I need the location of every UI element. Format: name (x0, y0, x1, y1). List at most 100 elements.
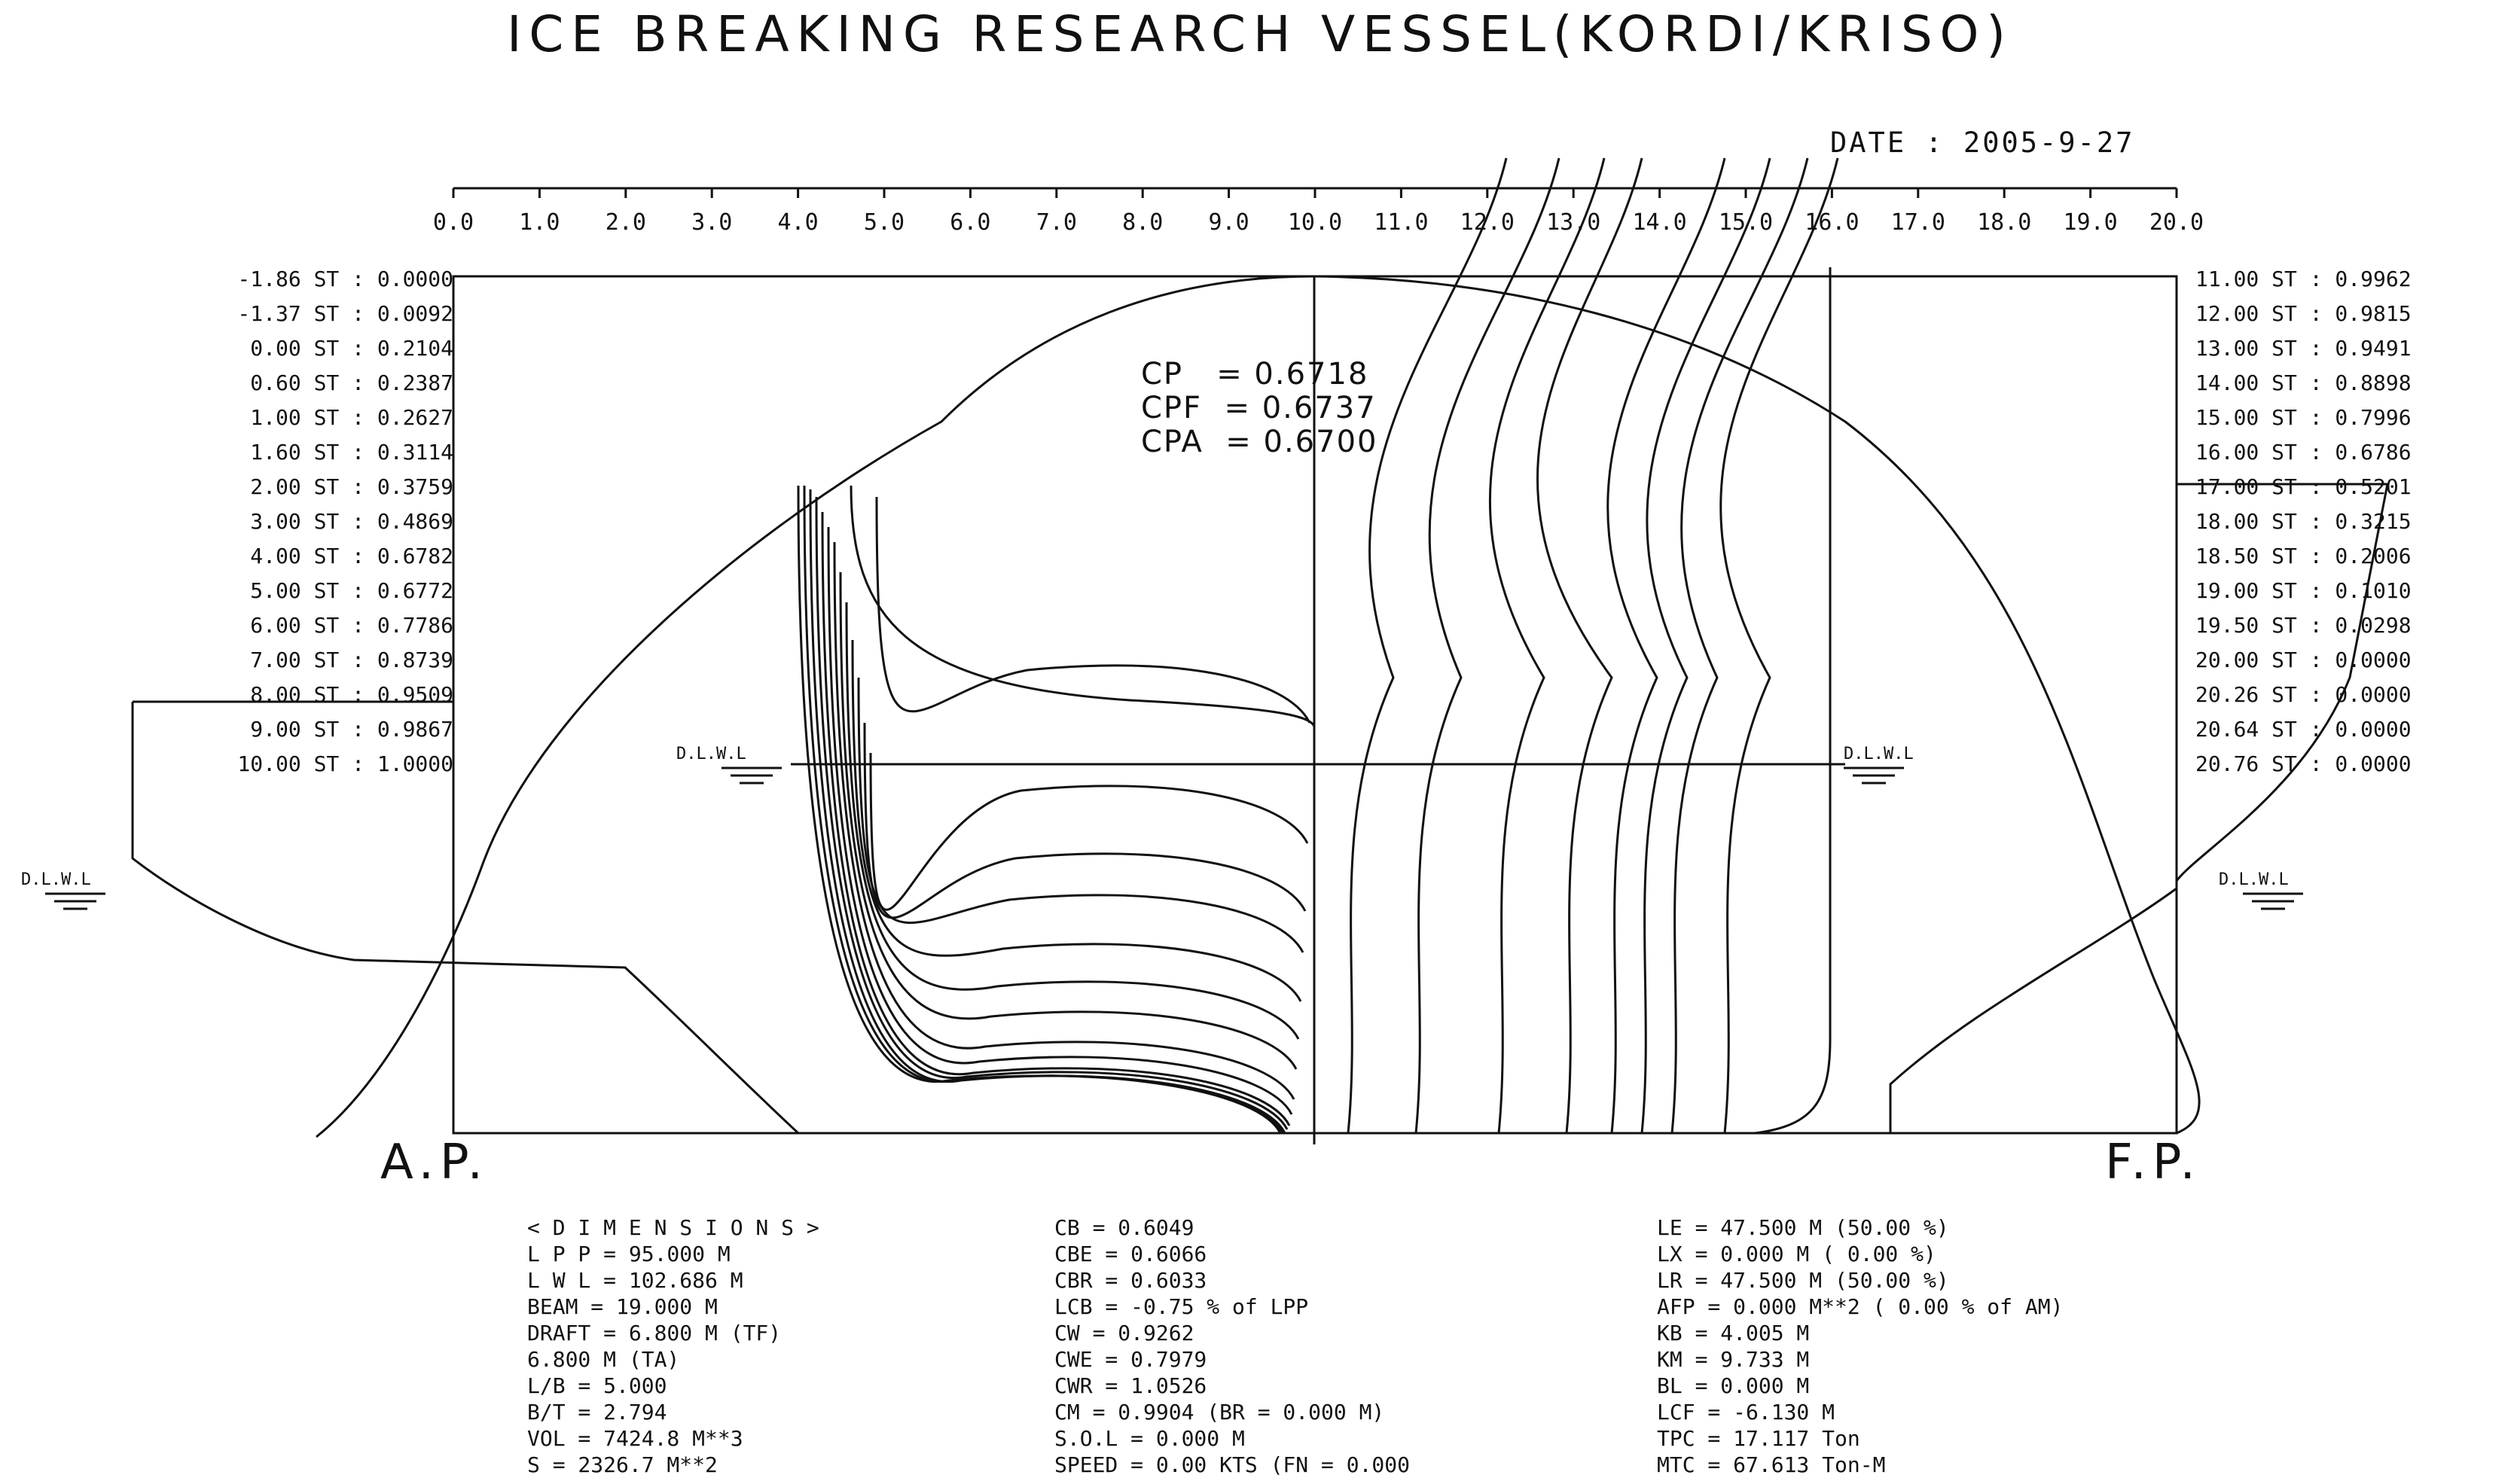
dimension-line: CB = 0.6049 (1054, 1215, 1194, 1240)
dimension-line: 6.800 M (TA) (527, 1347, 679, 1372)
axis-tick-label: 14.0 (1632, 209, 1686, 236)
station-value: 11.00 ST : 0.9962 (2195, 267, 2412, 291)
waterline-symbol: D.L.W.L (2219, 870, 2303, 910)
aft-section-line (833, 541, 1295, 1100)
dimension-line: CM = 0.9904 (BR = 0.000 M) (1054, 1400, 1384, 1425)
dimension-line: LCB = -0.75 % of LPP (1054, 1294, 1308, 1319)
drawing-title: ICE BREAKING RESEARCH VESSEL(KORDI/KRISO… (507, 5, 2013, 63)
dimension-line: LR = 47.500 M (50.00 %) (1657, 1268, 1949, 1293)
bow-profile (1889, 483, 2389, 1133)
dimension-line: LCF = -6.130 M (1657, 1400, 1835, 1425)
dimension-line: CBE = 0.6066 (1054, 1242, 1207, 1266)
fore-section-line (1754, 267, 1832, 1135)
dimension-line: KB = 4.005 M (1657, 1321, 1809, 1345)
axis-tick-label: 3.0 (691, 209, 732, 236)
dimension-line: LE = 47.500 M (50.00 %) (1657, 1215, 1949, 1240)
fore-section-line (1347, 157, 1508, 1134)
station-value: 8.00 ST : 0.9509 (250, 682, 453, 707)
aft-section-line (821, 511, 1291, 1126)
dimension-line: < D I M E N S I O N S > (527, 1215, 819, 1240)
axis-tick-label: 6.0 (950, 209, 990, 236)
fore-section-line (1670, 157, 1809, 1134)
station-value: 18.00 ST : 0.3215 (2195, 509, 2412, 534)
axis-tick-label: 11.0 (1374, 209, 1428, 236)
station-value: 0.00 ST : 0.2104 (250, 336, 453, 361)
station-area-list-right: 11.00 ST : 0.9962 12.00 ST : 0.9815 13.00 … (2195, 267, 2412, 776)
aft-section-line (857, 677, 1304, 953)
station-value: 12.00 ST : 0.9815 (2195, 301, 2412, 326)
axis-tick-label: 13.0 (1546, 209, 1600, 236)
axis-tick-label: 4.0 (778, 209, 819, 236)
dimension-line: L W L = 102.686 M (527, 1268, 743, 1293)
aft-section-line (827, 526, 1293, 1115)
station-axis (452, 187, 2178, 198)
axis-tick-label: 9.0 (1209, 209, 1249, 236)
cpf-value: CPF = 0.6737 (1141, 391, 1377, 425)
dimension-line: CWE = 0.7979 (1054, 1347, 1207, 1372)
aft-body-sections (797, 485, 1316, 1134)
station-value: 4.00 ST : 0.6782 (250, 544, 453, 568)
cpa-value: CPA = 0.6700 (1141, 425, 1377, 459)
station-value: 19.50 ST : 0.0298 (2195, 613, 2412, 638)
station-value: 7.00 ST : 0.8739 (250, 648, 453, 672)
station-value: 17.00 ST : 0.5201 (2195, 474, 2412, 499)
aft-section-line (803, 485, 1284, 1134)
dimension-line: L P P = 95.000 M (527, 1242, 731, 1266)
aft-section-line (850, 485, 1316, 727)
axis-tick-label: 20.0 (2149, 209, 2204, 236)
axis-tick-label: 5.0 (864, 209, 905, 236)
fore-section-line (1606, 157, 1726, 1134)
fore-section-line (1640, 157, 1771, 1134)
prismatic-coefficients: CP = 0.6718 CPF = 0.6737 CPA = 0.6700 (1141, 357, 1377, 459)
fore-section-line (1414, 157, 1561, 1134)
dimension-line: KM = 9.733 M (1657, 1347, 1809, 1372)
aft-section-line (869, 752, 1309, 911)
station-value: 0.60 ST : 0.2387 (250, 370, 453, 395)
axis-tick-label: 2.0 (606, 209, 646, 236)
axis-tick-label: 8.0 (1122, 209, 1163, 236)
aft-section-line (851, 639, 1302, 1002)
dimension-line: CBR = 0.6033 (1054, 1268, 1207, 1293)
station-value: 14.00 ST : 0.8898 (2195, 370, 2412, 395)
station-value: 18.50 ST : 0.2006 (2195, 544, 2412, 568)
dimension-line: TPC = 17.117 Ton (1657, 1426, 1860, 1451)
station-value: 3.00 ST : 0.4869 (250, 509, 453, 534)
axis-tick-label: 1.0 (519, 209, 560, 236)
station-value: 19.00 ST : 0.1010 (2195, 578, 2412, 603)
fp-label: F.P. (2105, 1135, 2201, 1190)
station-value: 6.00 ST : 0.7786 (250, 613, 453, 638)
axis-tick-label: 19.0 (2063, 209, 2117, 236)
dlwl-label-right-outer: D.L.W.L (2219, 870, 2289, 889)
dimension-line: B/T = 2.794 (527, 1400, 667, 1425)
dimension-line: L/B = 5.000 (527, 1373, 667, 1398)
dimension-line: SPEED = 0.00 KTS (FN = 0.000 (1054, 1452, 1410, 1477)
station-value: 16.00 ST : 0.6786 (2195, 440, 2412, 465)
axis-tick-label: 0.0 (433, 209, 474, 236)
dimension-line: S.O.L = 0.000 M (1054, 1426, 1245, 1451)
dimension-line: CW = 0.9262 (1054, 1321, 1194, 1345)
cp-value: CP = 0.6718 (1141, 357, 1368, 392)
fore-section-line (1719, 157, 1839, 1134)
dimensions-column-1: < D I M E N S I O N S >L P P = 95.000 ML… (527, 1215, 819, 1477)
dimension-line: LX = 0.000 M ( 0.00 %) (1657, 1242, 1936, 1266)
axis-tick-label: 18.0 (1977, 209, 2031, 236)
station-value: 20.76 ST : 0.0000 (2195, 751, 2412, 776)
dlwl-label-left-outer: D.L.W.L (21, 870, 91, 889)
aft-section-line (875, 496, 1311, 724)
dimension-line: S = 2326.7 M**2 (527, 1452, 718, 1477)
dimension-line: CWR = 1.0526 (1054, 1373, 1207, 1398)
waterline-symbol: D.L.W.L (1844, 745, 1914, 785)
aft-section-line (845, 602, 1300, 1040)
dimension-line: DRAFT = 6.800 M (TF) (527, 1321, 781, 1345)
station-value: 13.00 ST : 0.9491 (2195, 336, 2412, 361)
date-label: DATE : 2005-9-27 (1830, 126, 2134, 159)
dlwl-label-left-inner: D.L.W.L (676, 745, 746, 763)
aft-section-line (815, 496, 1289, 1130)
fore-section-line (1536, 157, 1643, 1134)
station-value: 15.00 ST : 0.7996 (2195, 405, 2412, 430)
dimension-line: BL = 0.000 M (1657, 1373, 1809, 1398)
station-value: 1.60 ST : 0.3114 (250, 440, 453, 465)
